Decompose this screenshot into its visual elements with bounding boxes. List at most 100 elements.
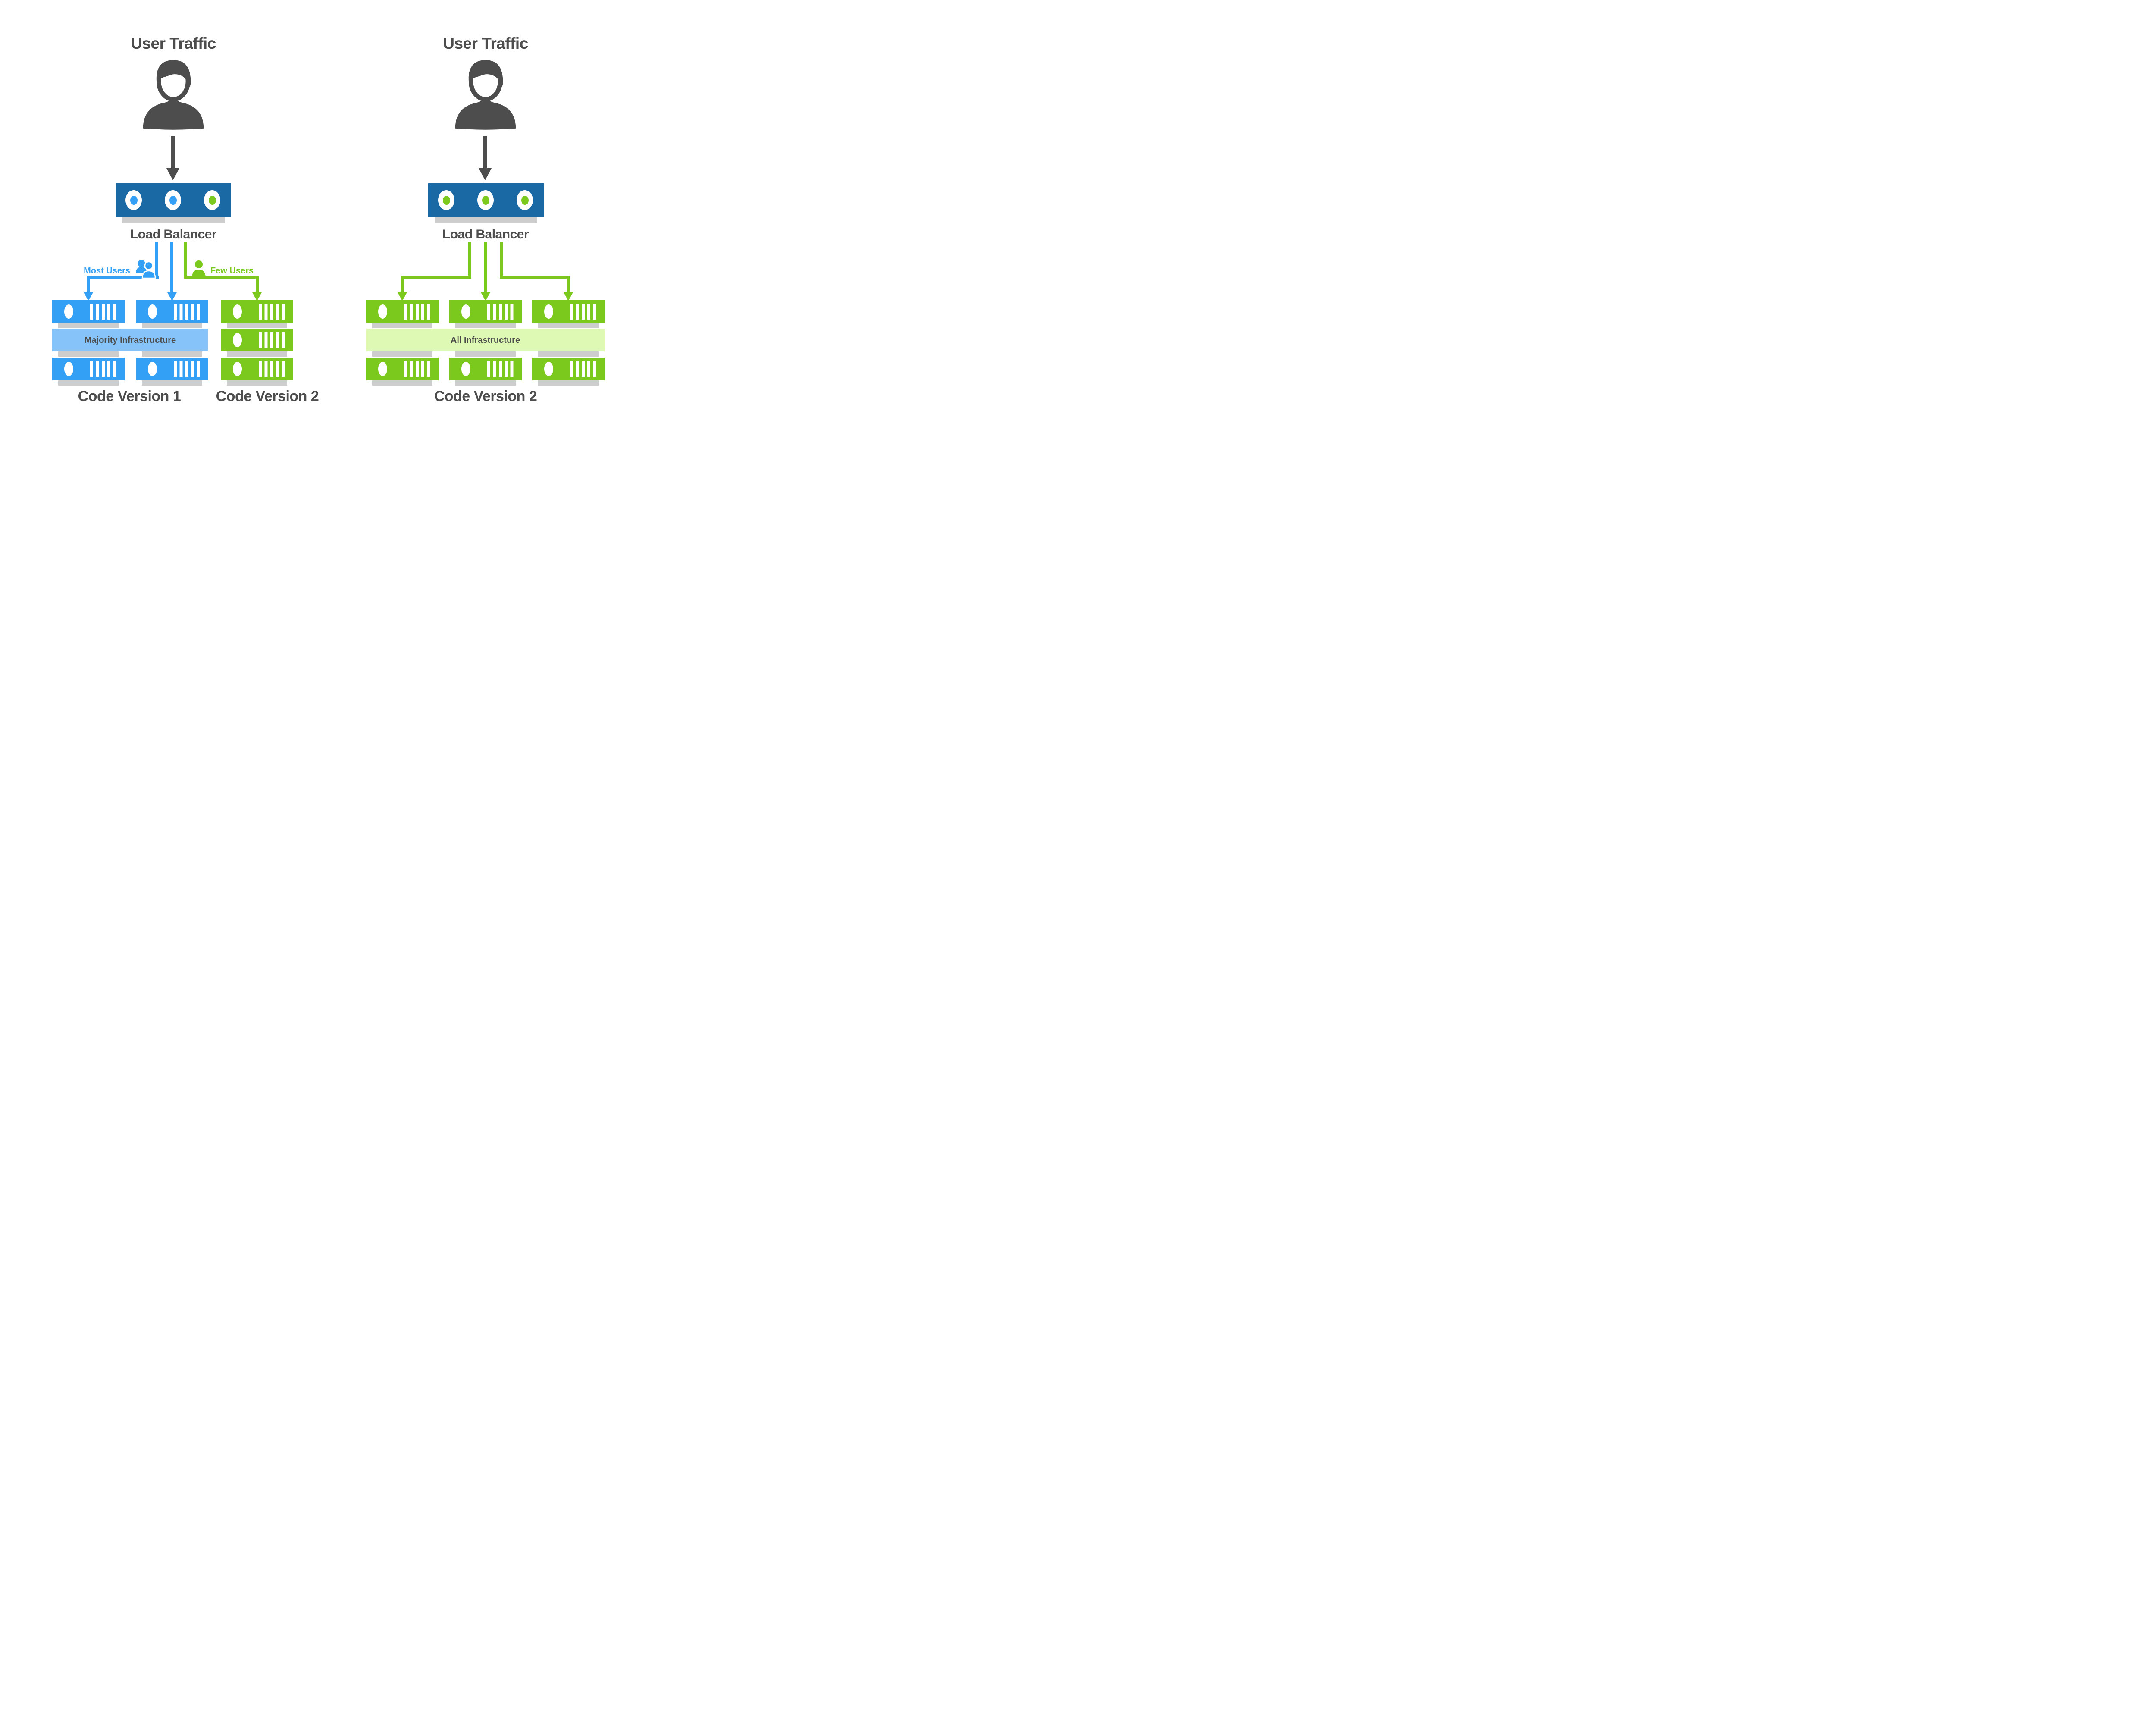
server-box-v2: [366, 358, 439, 380]
server-vents: [90, 361, 116, 377]
server-oval: [378, 362, 387, 376]
user-person-icon: [140, 56, 207, 132]
right-user-traffic-title: User Traffic: [443, 34, 528, 52]
most-users-group-icon: [135, 259, 156, 279]
branch-line: [401, 279, 404, 292]
branch-arrowhead: [167, 292, 177, 301]
traffic-arrow-shaft: [171, 136, 175, 168]
traffic-arrowhead: [479, 168, 492, 180]
branch-line: [500, 242, 503, 279]
server-shadow: [142, 323, 202, 328]
server-vents: [570, 361, 596, 377]
branch-line: [87, 279, 90, 292]
lb-status-dot: [209, 196, 216, 205]
server-oval: [148, 362, 157, 376]
server-box-v2: [366, 300, 439, 323]
server-box-v1: [136, 300, 208, 323]
server-shadow: [455, 323, 516, 328]
lb-status-dot: [521, 196, 529, 205]
server-box-v1: [52, 300, 125, 323]
branch-arrowhead: [397, 292, 407, 301]
server-vents: [90, 304, 116, 320]
traffic-arrowhead: [166, 168, 179, 180]
right-load-balancer-shadow: [435, 217, 537, 223]
server-vents: [259, 361, 285, 377]
traffic-arrow-shaft: [483, 136, 487, 168]
server-oval: [233, 333, 242, 347]
server-shadow: [372, 351, 432, 357]
branch-line: [170, 242, 173, 292]
left-user-traffic-title: User Traffic: [131, 34, 216, 52]
server-oval: [461, 362, 470, 376]
server-shadow: [538, 380, 599, 386]
server-oval: [233, 362, 242, 376]
server-shadow: [538, 351, 599, 357]
server-vents: [570, 304, 596, 320]
server-oval: [544, 304, 553, 319]
branch-line: [184, 242, 187, 279]
code-version-1-caption: Code Version 1: [78, 388, 181, 405]
all-infrastructure-label: All Infrastructure: [450, 335, 520, 345]
server-oval: [64, 362, 73, 376]
code-version-2-caption: Code Version 2: [434, 388, 537, 405]
branch-arrowhead: [480, 292, 491, 301]
server-oval: [233, 304, 242, 319]
lb-status-dot: [169, 196, 177, 205]
branch-line: [155, 242, 158, 279]
right-load-balancer-label: Load Balancer: [442, 227, 529, 242]
server-shadow: [142, 351, 202, 357]
server-box-v2: [221, 358, 293, 380]
server-box-v2: [532, 300, 605, 323]
server-box-v2: [221, 329, 293, 351]
most-users-label: Most Users: [84, 266, 130, 276]
few-users-label: Few Users: [210, 266, 254, 276]
server-box-v2: [449, 358, 522, 380]
all-infrastructure-band: All Infrastructure: [366, 329, 605, 351]
server-vents: [404, 304, 430, 320]
server-box-v1: [136, 358, 208, 380]
branch-arrowhead: [83, 292, 94, 301]
server-box-v2: [449, 300, 522, 323]
deployment-diagram: User Traffic Load Balancer Most Users: [0, 0, 649, 431]
left-load-balancer-shadow: [122, 217, 225, 223]
branch-line: [468, 242, 471, 279]
server-shadow: [455, 351, 516, 357]
branch-arrowhead: [563, 292, 573, 301]
server-vents: [174, 361, 200, 377]
server-box-v2: [221, 300, 293, 323]
branch-line: [184, 276, 259, 279]
server-shadow: [58, 351, 119, 357]
server-vents: [487, 361, 514, 377]
user-person-icon: [452, 56, 519, 132]
majority-infrastructure-label: Majority Infrastructure: [84, 335, 176, 345]
branch-line: [500, 276, 570, 279]
server-shadow: [227, 323, 287, 328]
branch-line: [256, 279, 259, 292]
server-shadow: [372, 323, 432, 328]
server-shadow: [142, 380, 202, 386]
server-shadow: [58, 380, 119, 386]
branch-line: [567, 279, 570, 292]
lb-status-dot: [130, 196, 138, 205]
server-shadow: [372, 380, 432, 386]
server-oval: [461, 304, 470, 319]
server-vents: [174, 304, 200, 320]
server-oval: [64, 304, 73, 319]
server-vents: [487, 304, 514, 320]
majority-infrastructure-band: Majority Infrastructure: [52, 329, 208, 351]
branch-line: [484, 242, 487, 292]
server-oval: [378, 304, 387, 319]
server-shadow: [58, 323, 119, 328]
server-oval: [148, 304, 157, 319]
server-box-v1: [52, 358, 125, 380]
code-version-2-caption: Code Version 2: [216, 388, 319, 405]
server-oval: [544, 362, 553, 376]
lb-status-dot: [482, 196, 489, 205]
server-shadow: [227, 380, 287, 386]
server-shadow: [227, 351, 287, 357]
few-users-person-icon: [191, 260, 206, 279]
server-box-v2: [532, 358, 605, 380]
server-shadow: [538, 323, 599, 328]
server-vents: [259, 304, 285, 320]
server-shadow: [455, 380, 516, 386]
